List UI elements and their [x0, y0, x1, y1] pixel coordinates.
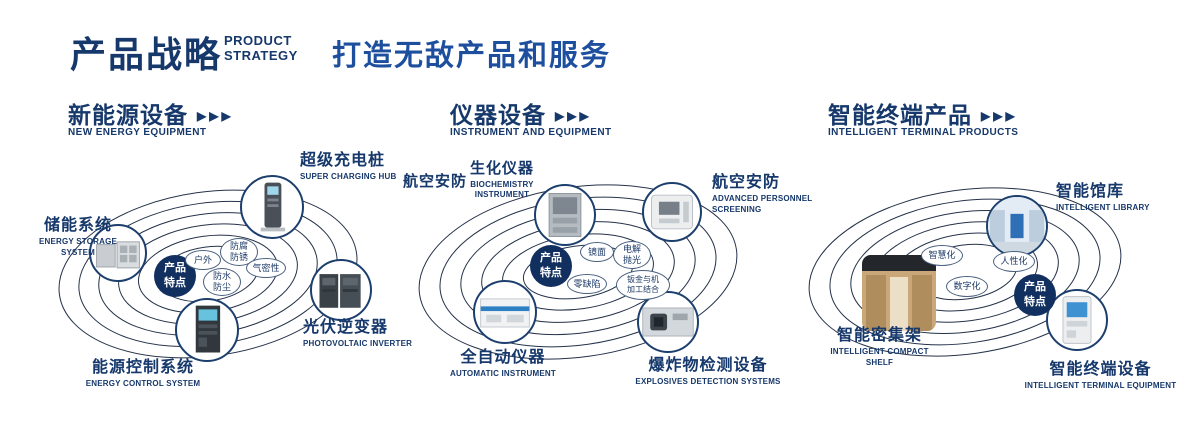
section-title-intelligent-terminal: 智能终端产品 ▶▶▶ — [828, 96, 1018, 130]
section-subtitle-intelligent-terminal: INTELLIGENT TERMINAL PRODUCTS — [828, 127, 1019, 138]
section-title-new-energy: 新能源设备 ▶▶▶ — [68, 96, 234, 130]
product-image-energy-storage — [89, 224, 147, 282]
page-title: 产品战略 — [70, 34, 223, 75]
section-title-text: 智能终端产品 — [828, 102, 972, 128]
label-en: SUPER CHARGING HUB — [300, 172, 397, 182]
label-en: AUTOMATIC INSTRUMENT — [450, 369, 556, 379]
label-en: BIOCHEMISTRY INSTRUMENT — [470, 180, 534, 200]
energy-control-icon — [195, 305, 221, 353]
compact-shelf-icon — [862, 255, 936, 331]
label-cn: 能源控制系统 — [91, 359, 194, 376]
feature-tag: 防水 防尘 — [203, 268, 241, 296]
label-en: EXPLOSIVES DETECTION SYSTEMS — [635, 377, 781, 387]
product-image-intelligent-library — [986, 195, 1048, 257]
section-title-text: 新能源设备 — [68, 102, 188, 128]
label-super-charging-hub: 超级充电桩 SUPER CHARGING HUB — [300, 151, 440, 183]
feature-tag: 人性化 — [993, 251, 1035, 272]
label-biochemistry-instrument: 生化仪器 BIOCHEMISTRY INSTRUMENT — [452, 160, 552, 201]
energy-storage-icon — [96, 241, 140, 269]
product-features-badge: 产品 特点 — [1014, 274, 1056, 316]
section-title-text: 仪器设备 — [450, 102, 546, 128]
product-image-intelligent-terminal — [1046, 289, 1108, 351]
feature-tag: 数字化 — [946, 276, 988, 297]
label-cn: 爆炸物检测设备 — [648, 357, 768, 374]
label-en: ENERGY STORAGE SYSTEM — [38, 237, 118, 257]
label-en: PHOTOVOLTAIC INVERTER — [303, 339, 413, 349]
section-title-instruments: 仪器设备 ▶▶▶ — [450, 96, 592, 130]
page-slogan: 打造无敌产品和服务 — [332, 40, 612, 72]
label-explosives-detection: 爆炸物检测设备 EXPLOSIVES DETECTION SYSTEMS — [628, 356, 788, 388]
explosives-detection-icon — [642, 307, 694, 337]
label-intelligent-terminal: 智能终端设备 INTELLIGENT TERMINAL EQUIPMENT — [1018, 360, 1183, 392]
page-subtitle: PRODUCT STRATEGY — [224, 33, 298, 64]
label-cn: 全自动仪器 — [460, 349, 546, 366]
page-subtitle-line2: STRATEGY — [224, 47, 298, 63]
triple-arrow-icon: ▶▶▶ — [981, 109, 1018, 123]
label-en: ENERGY CONTROL SYSTEM — [85, 379, 201, 389]
intelligent-terminal-icon — [1062, 296, 1092, 344]
label-photovoltaic-inverter: 光伏逆变器 PHOTOVOLTAIC INVERTER — [303, 318, 433, 350]
label-cn: 生化仪器 — [469, 160, 534, 177]
product-features-badge: 产品 特点 — [530, 245, 572, 287]
label-aviation-security-extra: 航空安防 — [403, 173, 483, 191]
product-image-biochemistry-instrument — [534, 184, 596, 246]
feature-tag: 零缺陷 — [567, 274, 607, 294]
product-image-super-charging-hub — [240, 175, 304, 239]
biochemistry-instrument-icon — [548, 193, 582, 237]
label-automatic-instrument: 全自动仪器 AUTOMATIC INSTRUMENT — [428, 348, 578, 380]
label-en: INTELLIGENT LIBRARY — [1056, 203, 1150, 213]
photovoltaic-inverter-icon — [319, 274, 361, 308]
label-cn: 光伏逆变器 — [303, 319, 389, 336]
product-image-compact-shelf — [862, 255, 936, 331]
label-energy-storage: 储能系统 ENERGY STORAGE SYSTEM — [23, 216, 133, 258]
label-en: INTELLIGENT COMPACT SHELF — [830, 347, 929, 367]
label-cn: 航空安防 — [712, 174, 781, 191]
label-en: ADVANCED PERSONNEL SCREENING — [712, 194, 813, 214]
label-cn: 智能密集架 — [836, 327, 922, 344]
label-cn: 超级充电桩 — [300, 152, 386, 169]
page-subtitle-line1: PRODUCT — [224, 33, 292, 48]
label-intelligent-library: 智能馆库 INTELLIGENT LIBRARY — [1056, 182, 1186, 214]
label-cn: 航空安防 — [403, 173, 468, 190]
automatic-instrument-icon — [480, 298, 530, 328]
feature-tag: 户外 — [185, 250, 221, 270]
section-subtitle-new-energy: NEW ENERGY EQUIPMENT — [68, 127, 207, 138]
label-energy-control: 能源控制系统 ENERGY CONTROL SYSTEM — [78, 358, 208, 390]
product-image-automatic-instrument — [473, 280, 537, 344]
feature-tag: 镜面 — [580, 242, 614, 262]
charging-hub-icon — [260, 182, 286, 232]
label-compact-shelf: 智能密集架 INTELLIGENT COMPACT SHELF — [822, 326, 937, 368]
feature-tag: 防腐 防锈 — [220, 238, 258, 266]
product-image-energy-control — [175, 298, 239, 362]
product-image-explosives-detection — [637, 291, 699, 353]
intelligent-library-icon — [988, 197, 1046, 255]
feature-tag: 气密性 — [246, 258, 286, 278]
triple-arrow-icon: ▶▶▶ — [555, 109, 592, 123]
label-cn: 储能系统 — [43, 217, 112, 234]
label-cn: 智能馆库 — [1056, 183, 1125, 200]
label-cn: 智能终端设备 — [1049, 361, 1152, 378]
triple-arrow-icon: ▶▶▶ — [197, 109, 234, 123]
label-personnel-screening: 航空安防 ADVANCED PERSONNEL SCREENING — [712, 173, 822, 215]
feature-tag: 电解 抛光 — [613, 241, 651, 269]
feature-tag: 智慧化 — [921, 245, 963, 266]
personnel-screening-icon — [651, 194, 693, 230]
product-image-personnel-screening — [642, 182, 702, 242]
product-image-photovoltaic-inverter — [310, 259, 372, 321]
feature-tag: 钣金与机 加工结合 — [616, 270, 670, 300]
label-en: INTELLIGENT TERMINAL EQUIPMENT — [1024, 381, 1177, 391]
section-subtitle-instruments: INSTRUMENT AND EQUIPMENT — [450, 127, 612, 138]
